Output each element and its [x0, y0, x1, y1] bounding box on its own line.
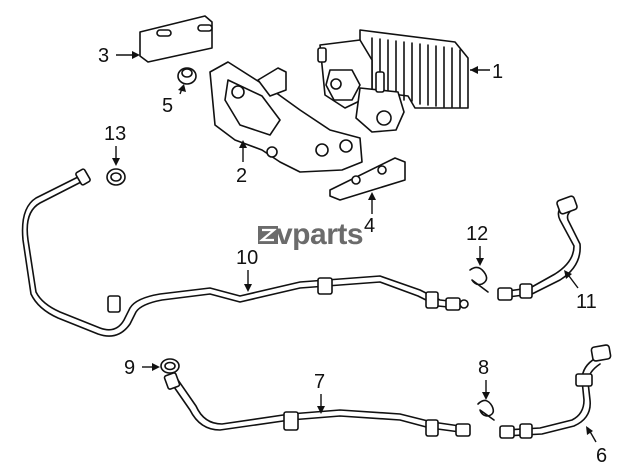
part-4-bracket	[329, 157, 406, 201]
arrowhead-12	[476, 258, 484, 266]
arrowhead-10	[244, 284, 252, 292]
callout-3: 3	[98, 45, 109, 67]
callout-13: 13	[104, 123, 126, 145]
arrowhead-7	[317, 406, 325, 414]
part-5-bushing	[177, 67, 197, 85]
part-7-pipe	[163, 372, 471, 437]
callout-8: 8	[478, 357, 489, 379]
callout-4: 4	[364, 215, 375, 237]
watermark-logo: vparts	[258, 218, 364, 251]
part-2-bracket	[209, 61, 363, 173]
part-11-hose	[497, 195, 581, 301]
part-3-plate	[139, 15, 213, 63]
arrowhead-1	[470, 66, 478, 74]
callout-7: 7	[314, 371, 325, 393]
arrowhead-9	[152, 363, 160, 371]
part-13-o-ring	[106, 168, 126, 186]
arrowhead-6	[586, 426, 593, 435]
callout-10: 10	[236, 247, 258, 269]
callout-9: 9	[124, 357, 135, 379]
watermark-text: vparts	[276, 218, 363, 251]
callout-11: 11	[576, 291, 597, 313]
part-8-clip	[477, 399, 495, 421]
arrowhead-8	[482, 392, 490, 400]
arrowhead-13	[112, 158, 120, 166]
part-9-o-ring	[160, 358, 180, 374]
callout-6: 6	[596, 445, 607, 467]
part-6-hose	[499, 344, 612, 439]
callout-2: 2	[236, 165, 247, 187]
callout-12: 12	[466, 223, 488, 245]
part-12-clip	[469, 266, 489, 293]
callout-5: 5	[162, 95, 173, 117]
watermark-icon	[258, 226, 278, 244]
arrowhead-5	[178, 84, 186, 92]
part-1-oil-cooler	[317, 29, 469, 133]
arrowhead-3	[132, 51, 140, 59]
arrowhead-2	[239, 140, 247, 148]
callout-1: 1	[492, 61, 503, 83]
arrowhead-4	[368, 192, 376, 200]
part-10-pipe	[21, 168, 469, 337]
arrowhead-11	[564, 270, 572, 279]
